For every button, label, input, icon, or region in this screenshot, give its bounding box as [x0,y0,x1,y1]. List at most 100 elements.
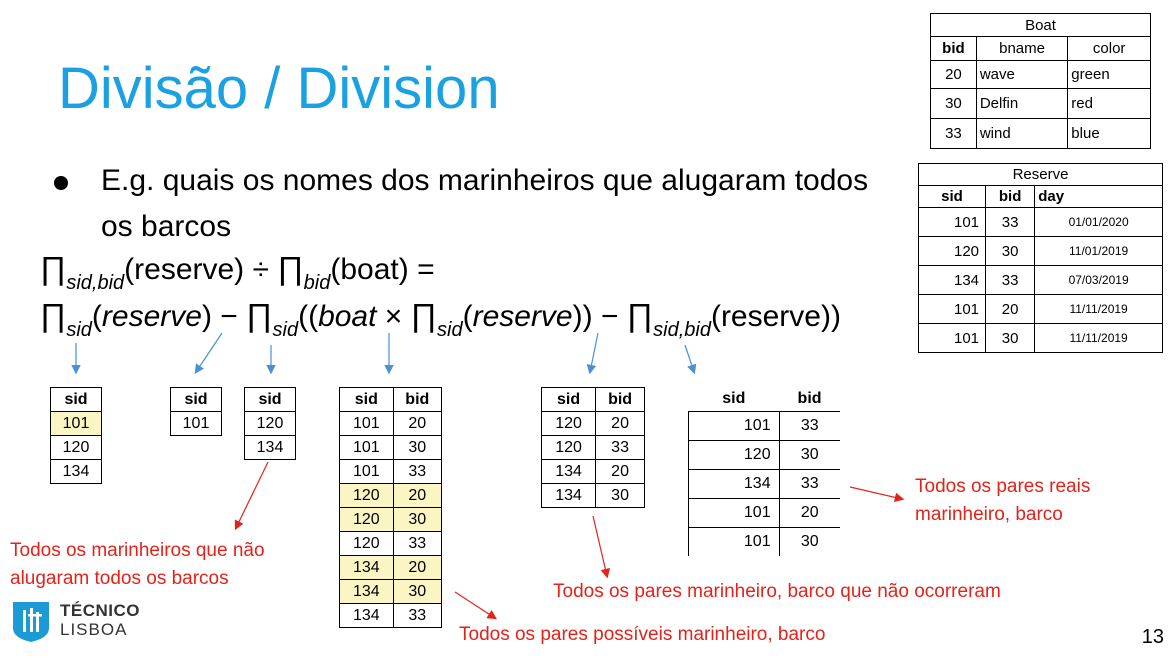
table-cell: Delfin [975,88,1069,119]
ist-logo-icon [13,602,49,642]
table-cell: 33 [985,265,1036,295]
boat-header: bid [930,36,977,61]
product-symbol: ∏ [277,250,304,286]
reserve-header: bid [985,185,1036,208]
table-cell: 33 [778,468,840,499]
arrow-red [454,591,498,620]
table-cell: 20 [392,411,443,436]
bullet-dot [54,176,68,190]
table-cell: 101 [339,459,394,484]
tecnico-logo: TÉCNICO LISBOA [10,598,150,648]
table-header: bid [595,387,645,412]
logo-line-2: LISBOA [60,620,128,639]
table-cell: 120 [244,411,296,436]
note-not-all-boats: Todos os marinheiros que não alugaram to… [10,540,265,589]
table-cell: 20 [930,60,977,89]
table-cell: 120 [688,439,780,470]
boat-caption: Boat [930,13,1151,37]
table-cell: 101 [50,411,102,436]
table-cell: red [1067,88,1151,119]
table-cell: 134 [244,435,296,460]
table-cell: 33 [930,118,977,149]
logo-line-1: TÉCNICO [60,601,140,620]
formula-text: )) − [572,300,627,333]
formula-text: ( [462,300,473,333]
table-header: sid [170,387,222,412]
result-table-final: sid 101 [170,387,222,436]
product-symbol: ∏ [626,297,654,333]
table-cell: 134 [688,468,780,499]
table-header: sid [540,387,597,412]
arrow-red [849,486,905,503]
formula-line-1: ∏sid,bid(reserve) ÷ ∏bid(boat) = [40,250,435,293]
table-cell: 120 [540,435,597,460]
table-cell: 134 [50,459,102,484]
formula-subscript: sid [437,319,463,341]
arrow-blue [194,332,223,374]
table-cell: 11/01/2019 [1034,236,1163,266]
table-cell: 20 [392,483,443,508]
table-cell: 30 [985,236,1036,266]
reserve-header: sid [917,185,987,208]
table-cell: wind [975,118,1069,149]
table-cell: 30 [595,483,645,508]
table-cell: blue [1067,118,1151,149]
formula-subscript: bid [303,272,331,294]
note-not-occurred-pairs: Todos os pares marinheiro, barco que não… [553,581,1001,602]
product-symbol: ∏ [410,297,437,333]
table-header: sid [339,387,394,412]
table-cell: 01/01/2020 [1034,207,1163,237]
formula-var: boat [318,300,377,333]
table-cell: 120 [540,411,597,436]
product-symbol: ∏ [246,297,273,333]
table-header: sid [50,387,102,412]
table-cell: 30 [778,526,840,556]
table-cell: 120 [339,483,394,508]
result-table-all-sailors: sid 101 120 134 [50,387,102,484]
slide-title: Divisão / Division [58,56,500,121]
table-cell: 30 [778,439,840,470]
table-cell: 30 [392,435,443,460]
table-cell: 07/03/2019 [1034,265,1163,295]
result-table-not-all: sid 120 134 [244,387,296,460]
table-cell: 33 [778,410,840,441]
table-cell: 134 [540,483,597,508]
formula-line-2: ∏sid(reserve) − ∏sid((boat × ∏sid(reserv… [40,297,841,340]
table-cell: 101 [688,411,780,441]
table-cell: 134 [339,579,394,604]
table-cell: 101 [688,497,780,528]
boat-header: color [1067,36,1151,61]
arrow-red [234,461,269,531]
formula-subscript: sid [66,319,92,341]
formula-text: ) − [201,300,247,333]
table-cell: 33 [392,459,443,484]
table-cell: 11/11/2019 [1034,294,1163,324]
note-real-pairs: Todos os pares reais marinheiro, barco [915,476,1091,525]
formula-var: reserve [472,300,573,333]
formula-text: (boat) = [330,253,435,286]
table-cell: 101 [170,411,222,436]
page-number: 13 [1141,626,1164,648]
table-cell: 33 [595,435,645,460]
table-cell: 134 [917,265,987,295]
formula-text: (( [298,300,319,333]
table-cell: 101 [917,323,987,353]
formula-text: ( [91,300,102,333]
table-cell: 101 [917,207,987,237]
formula-subscript: sid,bid [66,272,125,294]
formula-subscript: sid,bid [653,319,711,341]
product-symbol: ∏ [40,297,67,333]
formula-text: (reserve)) [710,300,841,333]
product-symbol: ∏ [40,250,67,286]
note-possible-pairs: Todos os pares possíveis marinheiro, bar… [459,624,826,645]
table-cell: 33 [392,603,443,628]
table-cell: 11/11/2019 [1034,323,1163,353]
formula-subscript: sid [272,319,299,341]
table-cell: green [1067,60,1151,89]
bullet-text: E.g. quais os nomes dos marinheiros que … [101,164,869,243]
